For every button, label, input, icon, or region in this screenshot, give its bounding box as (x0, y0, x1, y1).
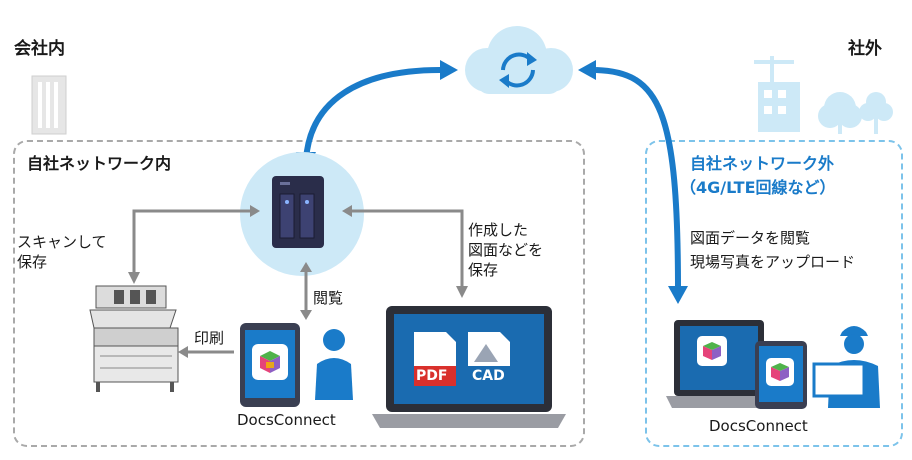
docsconnect-internal-label: DocsConnect (237, 411, 336, 429)
external-description-line-2: 現場写真をアップロード (690, 253, 856, 271)
external-network-sublabel: （4G/LTE回線など） (680, 178, 836, 197)
pdf-label: PDF (416, 368, 448, 384)
external-description: 図面データを閲覧 現場写真をアップロード (690, 228, 855, 272)
office-building-icon (31, 75, 67, 135)
cloud-sync-icon (465, 26, 573, 94)
docsconnect-app-icon (766, 358, 794, 386)
field-worker-icon (812, 326, 880, 408)
created-save-line-3: 保存 (468, 261, 499, 279)
cad-label: CAD (472, 368, 505, 384)
print-label: 印刷 (194, 329, 225, 347)
pdf-file-icon (414, 332, 456, 386)
browse-label: 閲覧 (313, 289, 344, 307)
scan-save-line-1: スキャンして (17, 233, 107, 251)
external-network-zone (645, 140, 903, 447)
outside-label: 社外 (848, 39, 882, 59)
docsconnect-external-label: DocsConnect (709, 417, 808, 435)
internal-network-label: 自社ネットワーク内 (27, 154, 172, 173)
cad-file-icon (468, 332, 510, 386)
scan-save-line-2: 保存 (17, 253, 48, 271)
scan-save-label: スキャンして 保存 (17, 232, 107, 272)
docsconnect-app-icon (697, 336, 727, 366)
created-save-line-2: 図面などを (468, 241, 544, 259)
internal-network-zone (13, 140, 585, 447)
external-network-label: 自社ネットワーク外 (690, 154, 835, 173)
created-save-label: 作成した 図面などを 保存 (468, 220, 543, 280)
nas-storage-icon (272, 176, 324, 248)
created-save-line-1: 作成した (468, 221, 529, 239)
construction-site-icon (754, 56, 893, 134)
office-label: 会社内 (14, 39, 65, 59)
user-silhouette-icon (315, 329, 353, 400)
external-description-line-1: 図面データを閲覧 (690, 229, 811, 247)
wide-format-printer-icon (89, 285, 179, 392)
docsconnect-app-icon (252, 344, 288, 380)
